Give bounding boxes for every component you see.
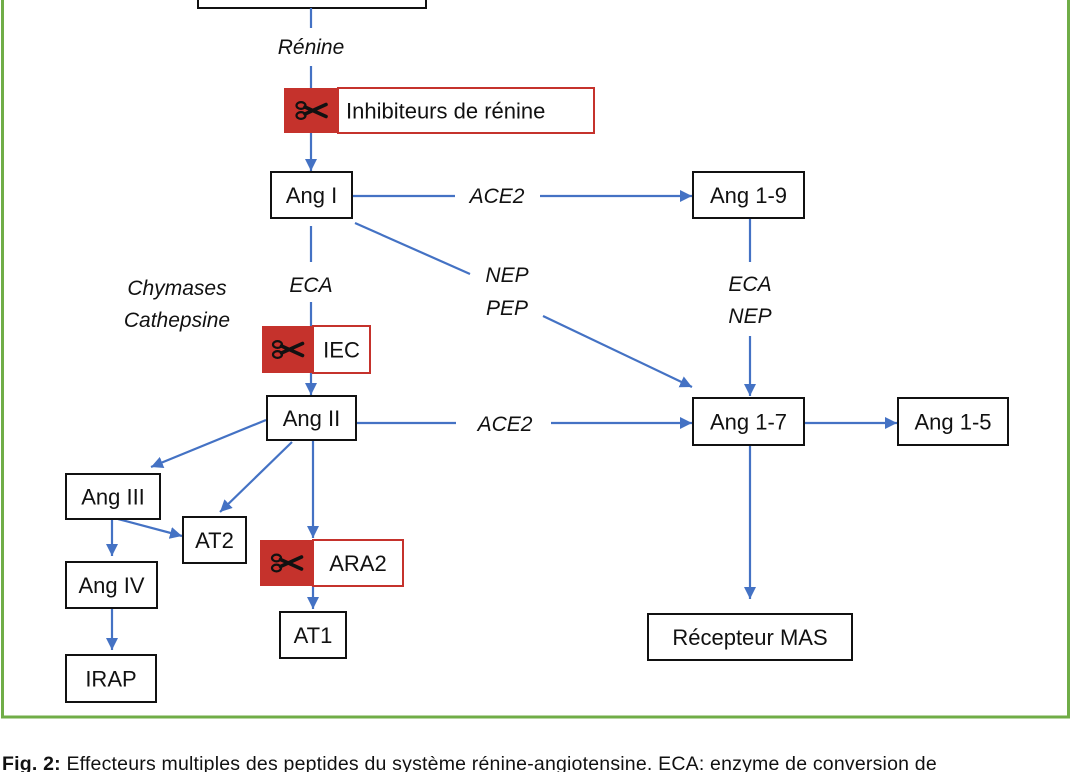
node-label: AT2 <box>195 528 234 553</box>
inhibitor-label: Inhibiteurs de rénine <box>346 99 545 124</box>
figure-frame <box>1 0 1070 719</box>
node-label: Ang III <box>81 485 145 510</box>
enzyme-pep: PEP <box>486 297 528 320</box>
node-ang-i: Ang I <box>270 171 353 219</box>
enzyme-chymases: Chymases <box>127 277 227 300</box>
figure-caption: Fig. 2: Effecteurs multiples des peptide… <box>2 752 1070 772</box>
arrow-ang3-to-at2 <box>117 517 183 539</box>
scissors-icon <box>271 340 305 360</box>
node-ang-1-9: Ang 1-9 <box>692 171 805 219</box>
node-label: IRAP <box>85 667 136 692</box>
node-recepteur-mas: Récepteur MAS <box>647 613 853 661</box>
node-ang-1-5: Ang 1-5 <box>897 397 1009 446</box>
inhibitor-label: ARA2 <box>329 551 386 576</box>
node-irap: IRAP <box>65 654 157 703</box>
inhibitor-label: IEC <box>323 338 360 363</box>
inhibitor-ara2: ARA2 <box>260 539 404 587</box>
node-label: Ang I <box>286 183 337 208</box>
edge-ang1-to-nep <box>354 221 471 276</box>
node-ang-iii: Ang III <box>65 473 161 520</box>
scissors-icon <box>270 553 304 573</box>
node-label: Ang 1-7 <box>710 410 787 435</box>
enzyme-nep-right: NEP <box>728 305 771 328</box>
arrow-pep-to-ang17 <box>542 315 693 388</box>
arrow-ang2-to-at2 <box>219 441 293 513</box>
node-ang-1-7: Ang 1-7 <box>692 397 805 446</box>
node-label: Ang 1-9 <box>710 183 787 208</box>
caption-text: Effecteurs multiples des peptides du sys… <box>66 753 937 772</box>
enzyme-ace2-top: ACE2 <box>468 185 525 208</box>
node-ang-iv: Ang IV <box>65 561 158 609</box>
enzyme-eca-right: ECA <box>728 273 771 296</box>
node-label: Ang IV <box>78 573 144 598</box>
inhibitor-iec: IEC <box>262 325 371 374</box>
inhibitor-label-box <box>312 539 404 587</box>
node-ang-ii: Ang II <box>266 395 357 441</box>
node-label: Récepteur MAS <box>672 625 827 650</box>
node-label: Ang 1-5 <box>914 410 991 435</box>
cropped-top-node <box>197 0 427 9</box>
caption-label: Fig. 2: <box>2 753 61 772</box>
inhibitor-label-box <box>312 325 371 374</box>
arrow-ang2-to-ang3 <box>150 418 267 469</box>
inhibitor-label-box <box>337 87 595 134</box>
enzyme-ace2-mid: ACE2 <box>476 413 533 436</box>
enzyme-nep: NEP <box>485 264 528 287</box>
enzyme-cathepsine: Cathepsine <box>124 309 230 332</box>
node-at1: AT1 <box>279 611 347 659</box>
node-label: Ang II <box>283 406 340 431</box>
enzyme-renine: Rénine <box>278 36 345 59</box>
node-label: AT1 <box>294 623 333 648</box>
inhibitor-renin: Inhibiteurs de rénine <box>284 87 595 134</box>
scissors-icon <box>295 101 328 121</box>
node-at2: AT2 <box>182 516 247 564</box>
enzyme-eca-left: ECA <box>289 274 332 297</box>
